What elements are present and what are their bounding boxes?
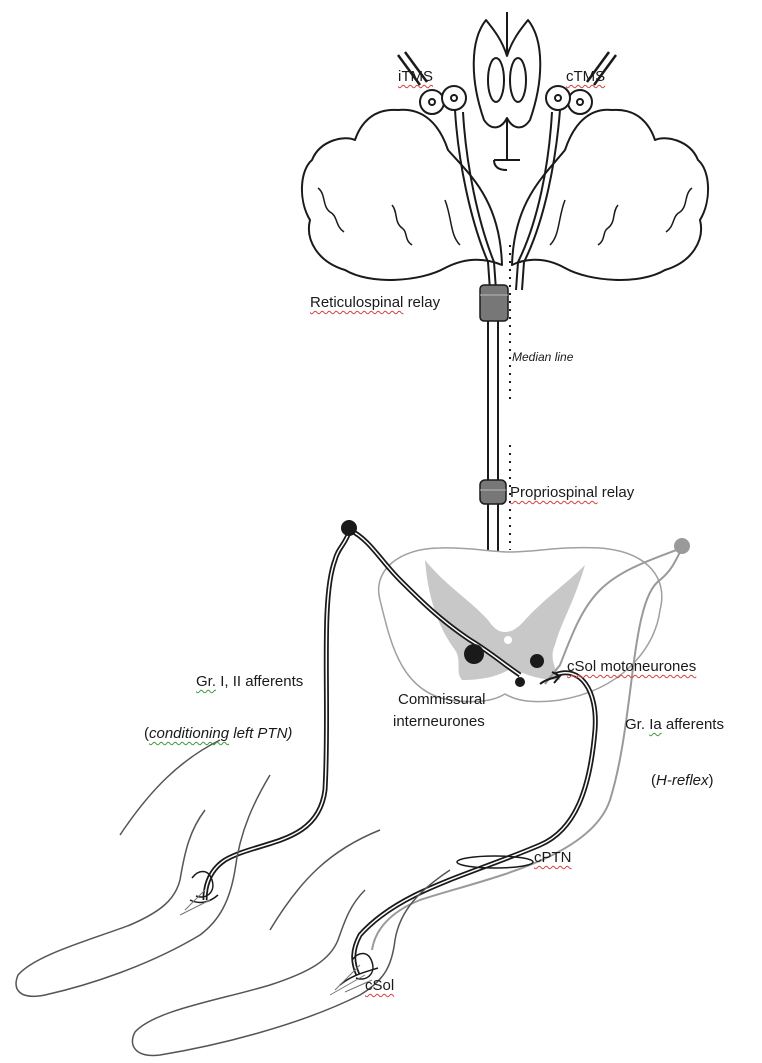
reticulospinal-relay-word: relay	[408, 294, 441, 311]
propriospinal-word: Propriospinal	[510, 484, 598, 501]
ctms-text: cTMS	[566, 68, 605, 85]
propriospinal-relay-label: Propriospinal relay	[510, 484, 634, 502]
cptn-label: cPTN	[534, 849, 572, 867]
gr-i-ii-prefix: Gr.	[196, 673, 216, 690]
gr-ia-rest: afferents	[666, 716, 724, 733]
commissural-label: Commissural	[398, 691, 486, 709]
left-hemisphere	[302, 110, 502, 280]
reticulospinal-relay-label: Reticulospinal relay	[310, 294, 440, 312]
cptn-text: cPTN	[534, 849, 572, 866]
h-reflex-text: H-reflex	[656, 772, 709, 789]
csol-motoneurone-soma	[530, 654, 544, 668]
gr-ia-afferents-label: Gr. Ia afferents	[625, 716, 724, 734]
csol-text: cSol	[365, 977, 394, 994]
h-reflex-label: (H-reflex)	[651, 772, 714, 790]
conditioning-rest: left PTN)	[233, 725, 292, 742]
reticulospinal-relay	[480, 285, 508, 321]
ctms-label: cTMS	[566, 68, 605, 86]
itms-label: iTMS	[398, 68, 433, 86]
brain	[302, 12, 708, 280]
gr-ia-prefix: Gr.	[625, 716, 645, 733]
csol-motoneurones-text: cSol motoneurones	[567, 658, 696, 675]
reticulospinal-word: Reticulospinal	[310, 294, 403, 311]
right-leg	[132, 830, 450, 1055]
median-line-label: Median line	[512, 350, 573, 364]
legs	[16, 740, 450, 1055]
interneurones-label: interneurones	[393, 713, 485, 731]
gr-ia-cell-body	[674, 538, 690, 554]
gr-i-ii-cell-body	[341, 520, 357, 536]
commissural-interneurone-soma	[464, 644, 484, 664]
itms-text: iTMS	[398, 68, 433, 85]
gr-i-ii-afferents-label: Gr. I, II afferents	[196, 673, 303, 691]
csol-motoneurones-label: cSol motoneurones	[567, 658, 696, 676]
gr-ia-word: Ia	[649, 716, 662, 733]
gr-i-ii-rest: I, II afferents	[220, 673, 303, 690]
conditioning-label: (conditioning left PTN)	[144, 725, 292, 743]
csol-label: cSol	[365, 977, 394, 995]
conditioning-word: conditioning	[149, 725, 229, 742]
propriospinal-relay	[480, 480, 506, 504]
propriospinal-relay-word: relay	[602, 484, 635, 501]
left-leg	[16, 740, 270, 996]
